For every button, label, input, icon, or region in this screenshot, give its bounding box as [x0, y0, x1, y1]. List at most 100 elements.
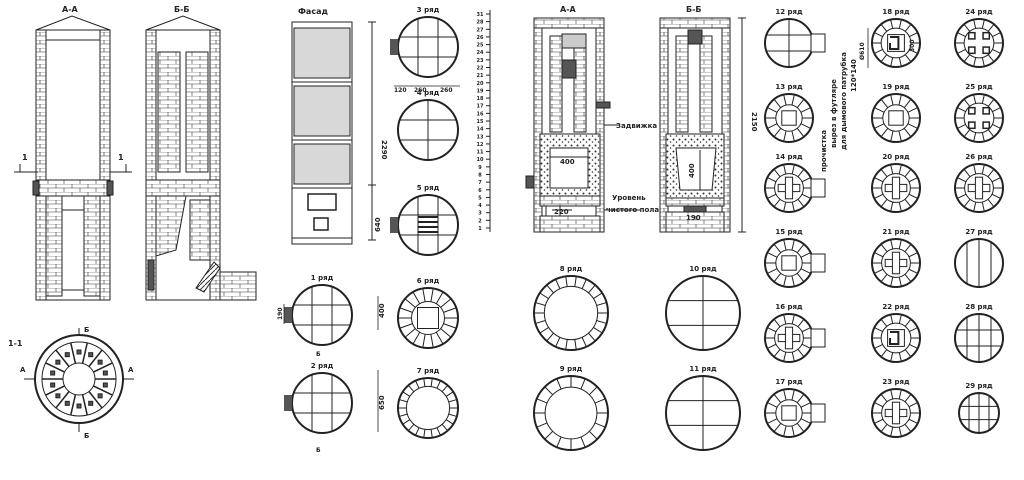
row-plan-29: 29 ряд: [958, 382, 1000, 434]
row-plan-4: 4 ряд: [397, 89, 459, 161]
dim-2290: 2290: [380, 140, 388, 160]
row-scale: [486, 10, 491, 232]
row-scale-label: 28: [477, 20, 484, 26]
row-scale-label: 2: [478, 218, 482, 224]
row-plan-3: 3 ряд: [390, 6, 459, 78]
cleanout-label-3: для дымового патрубка: [840, 52, 848, 150]
row-scale-label: 7: [478, 180, 482, 186]
row-plan-18: 18 ряд: [871, 8, 921, 68]
row-plan-24: 24 ряд: [954, 8, 1004, 68]
row-plan-10: 10 ряд: [665, 265, 741, 351]
row-plan-label: 20 ряд: [882, 153, 910, 161]
row-scale-label: 14: [477, 127, 484, 133]
row-plan-label: 15 ряд: [775, 228, 803, 236]
row-plan-label: 5 ряд: [417, 184, 440, 192]
row2-mark-b-bottom: Б: [316, 447, 321, 454]
dim-260-b: 260: [440, 87, 453, 94]
plan-dimensions: [283, 28, 869, 432]
section-mark-1-left: 1: [22, 153, 28, 162]
row-plan-label: 22 ряд: [882, 303, 910, 311]
floor-level-label-2: чистого пола: [606, 206, 659, 214]
row-plan-label: 24 ряд: [965, 8, 993, 16]
row-scale-label: 27: [477, 27, 484, 33]
row-plan-label: 4 ряд: [417, 89, 440, 97]
row-plan-label: 23 ряд: [882, 378, 910, 386]
dim-2150: 2150: [750, 112, 758, 132]
row-plan-label: 12 ряд: [775, 8, 803, 16]
row-plan-22: 22 ряд: [871, 303, 921, 363]
row-scale-label: 23: [477, 58, 484, 64]
row-scale-label: 12: [477, 142, 484, 148]
row2-mark-b: Б: [316, 351, 321, 358]
row-plan-label: 21 ряд: [882, 228, 910, 236]
dim-650-row7: 650: [378, 395, 386, 410]
row-plan-25: 25 ряд: [954, 83, 1004, 143]
row-scale-label: 8: [478, 173, 482, 179]
floor-level-label-1: Уровень: [612, 194, 646, 202]
section-1-1-plan: [24, 328, 134, 432]
dim-120: 120: [394, 87, 407, 94]
row-plan-label: 13 ряд: [775, 83, 803, 91]
dim-400-row6: 400: [378, 303, 386, 318]
facade-title: Фасад: [298, 7, 328, 16]
row-plan-label: 14 ряд: [775, 153, 803, 161]
row-scale-label: 9: [478, 165, 482, 171]
row-scale-label: 13: [477, 134, 484, 140]
row-plan-label: 25 ряд: [965, 83, 993, 91]
section-aa-middle-title: А-А: [560, 5, 577, 14]
section-mark-1-right: 1: [118, 153, 124, 162]
dim-300: 300: [909, 39, 916, 52]
facade-elevation: [291, 21, 376, 245]
row-plan-26: 26 ряд: [954, 153, 1004, 213]
dim-220: 220: [554, 208, 569, 216]
row-plan-label: 9 ряд: [560, 365, 583, 373]
row-scale-label: 1: [478, 226, 482, 232]
section-aa-middle: [525, 17, 640, 233]
row-plan-6: 6 ряд: [397, 277, 459, 349]
section-1-1-mark-a-left: А: [20, 366, 26, 374]
row-plan-27: 27 ряд: [954, 228, 1004, 288]
section-aa-left: [14, 15, 132, 301]
row-plan-label: 19 ряд: [882, 83, 910, 91]
row-scale-label: 16: [477, 111, 484, 117]
row-plan-label: 10 ряд: [689, 265, 717, 273]
row-plan-label: 26 ряд: [965, 153, 993, 161]
section-1-1-mark-b-bottom: Б: [84, 432, 89, 440]
row-scale-label: 24: [477, 50, 484, 56]
row-scale-label: 21: [477, 73, 484, 79]
row-plan-19: 19 ряд: [871, 83, 921, 143]
row-scale-label: 6: [478, 188, 482, 194]
row-scale-label: 18: [477, 96, 484, 102]
row-scale-label: 25: [477, 43, 484, 49]
row-plan-label: 6 ряд: [417, 277, 440, 285]
row-scale-label: 31: [477, 12, 484, 18]
dim-190-row1: 190: [277, 307, 284, 320]
row-plan-label: 2 ряд: [311, 362, 334, 370]
dim-260-a: 260: [414, 87, 427, 94]
row-plan-label: 8 ряд: [560, 265, 583, 273]
cleanout-label-4: 120*140: [850, 59, 858, 92]
dim-400-firebox-aa: 400: [560, 158, 575, 166]
row-plan-28: 28 ряд: [954, 303, 1004, 363]
row-scale-label: 4: [478, 203, 482, 209]
row-plan-23: 23 ряд: [871, 378, 921, 438]
row-plan-label: 17 ряд: [775, 378, 803, 386]
row-plan-11: 11 ряд: [665, 365, 741, 451]
cleanout-label-2: вырез в футляре: [830, 79, 838, 148]
row-scale-label: 10: [477, 157, 484, 163]
row-plan-2: 2 ряд: [284, 362, 353, 434]
row-plan-17: 17 ряд: [764, 378, 826, 438]
row-scale-label: 15: [477, 119, 484, 125]
row-plan-8: 8 ряд: [533, 265, 609, 351]
row-plan-21: 21 ряд: [871, 228, 921, 288]
dim-640: 640: [374, 217, 382, 232]
section-1-1-title: 1-1: [8, 339, 23, 348]
row-plan-9: 9 ряд: [533, 365, 609, 451]
row-plan-15: 15 ряд: [764, 228, 826, 288]
row-plan-14: 14 ряд: [764, 153, 826, 213]
section-1-1-mark-b-top: Б: [84, 326, 89, 334]
row-plan-13: 13 ряд: [764, 83, 814, 143]
row-plan-label: 3 ряд: [417, 6, 440, 14]
row-scale-label: 17: [477, 104, 484, 110]
